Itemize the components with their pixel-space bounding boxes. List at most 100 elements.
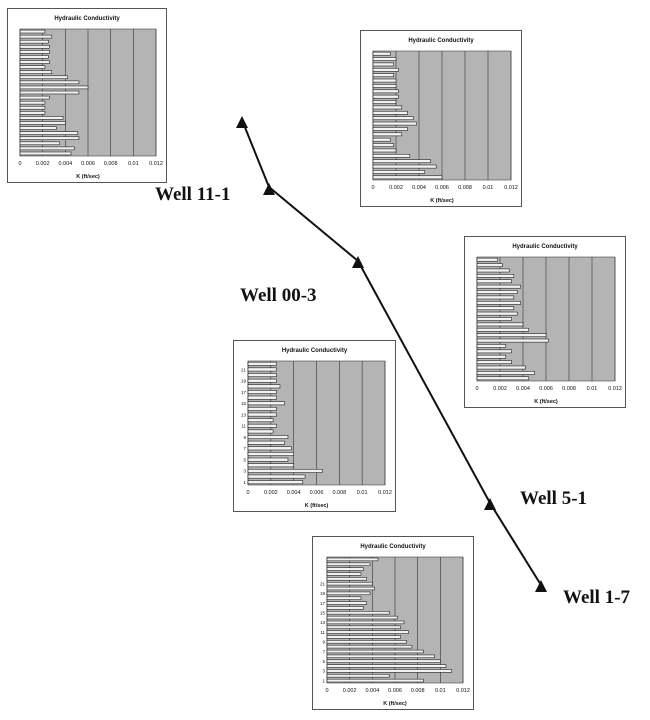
- bar: [247, 457, 289, 462]
- x-tick-label: 0.008: [411, 688, 425, 694]
- bar: [19, 126, 57, 130]
- bar: [372, 67, 399, 72]
- x-tick-label: 0.006: [310, 490, 324, 496]
- bar: [372, 159, 431, 164]
- bar: [19, 60, 50, 64]
- bar: [372, 137, 391, 142]
- x-tick-label: 0.012: [456, 688, 470, 694]
- x-tick-label: 0.012: [608, 386, 622, 392]
- chart-title: Hydraulic Conductivity: [54, 16, 120, 22]
- bar: [19, 100, 46, 105]
- x-tick-label: 0.004: [412, 185, 426, 191]
- x-tick-label: 0.002: [264, 490, 278, 496]
- y-tick-label: 11: [320, 630, 325, 635]
- bar: [372, 116, 414, 121]
- bar: [326, 625, 401, 629]
- bar: [372, 164, 437, 169]
- bar: [372, 170, 426, 174]
- bar: [372, 121, 418, 126]
- bar: [372, 153, 411, 158]
- y-tick-label: 21: [320, 581, 326, 586]
- bar: [372, 51, 391, 56]
- bar: [19, 80, 80, 85]
- bar: [326, 635, 401, 639]
- x-tick-label: 0.002: [36, 161, 50, 167]
- bar: [476, 257, 499, 262]
- x-tick-label: 0.012: [149, 161, 163, 167]
- bar: [326, 649, 424, 654]
- bar: [247, 474, 306, 479]
- x-axis-label: K (ft/sec): [305, 503, 329, 509]
- x-tick-label: 0.01: [435, 688, 446, 694]
- x-tick-label: 0.012: [504, 185, 518, 191]
- bar: [19, 65, 46, 69]
- bar: [372, 110, 408, 115]
- x-tick-label: 0.006: [81, 161, 95, 167]
- bar: [247, 423, 277, 428]
- bar: [19, 90, 80, 95]
- bar: [326, 601, 367, 605]
- y-tick-label: 13: [241, 412, 247, 417]
- bar: [476, 290, 518, 294]
- bar: [476, 295, 515, 300]
- x-axis-label: K (ft/sec): [383, 701, 407, 707]
- bar: [372, 148, 397, 153]
- x-tick-label: 0.006: [388, 688, 402, 694]
- bar: [476, 274, 515, 278]
- bar: [372, 73, 395, 78]
- bar: [372, 105, 403, 110]
- bar: [247, 429, 274, 434]
- chart-title: Hydraulic Conductivity: [360, 544, 426, 550]
- x-tick-label: 0.008: [104, 161, 118, 167]
- x-tick-label: 0.004: [58, 161, 72, 167]
- bar: [247, 468, 323, 473]
- bar: [372, 94, 399, 99]
- bar: [326, 654, 435, 659]
- y-tick-label: 17: [241, 390, 247, 395]
- bar: [476, 263, 503, 267]
- y-tick-label: 5: [243, 457, 246, 462]
- bar: [19, 34, 53, 39]
- bar: [247, 406, 277, 411]
- y-tick-label: 15: [320, 611, 326, 616]
- bar: [19, 111, 46, 115]
- bar: [326, 586, 375, 591]
- bar: [372, 84, 397, 88]
- bar: [247, 452, 294, 456]
- chart-title: Hydraulic Conductivity: [512, 244, 578, 250]
- bar: [326, 674, 390, 678]
- x-tick-label: 0.004: [287, 490, 301, 496]
- bar: [19, 29, 46, 34]
- well-label-00-3: Well 00-3: [240, 285, 317, 306]
- y-tick-label: 1: [243, 480, 246, 485]
- bar: [476, 322, 524, 327]
- bar: [326, 640, 407, 644]
- x-tick-label: 0.004: [365, 688, 379, 694]
- bar: [476, 349, 512, 354]
- bar: [372, 62, 395, 67]
- x-tick-label: 0.012: [378, 490, 392, 496]
- bar: [372, 57, 397, 61]
- chart-title: Hydraulic Conductivity: [408, 38, 474, 44]
- bar: [19, 131, 79, 135]
- bar: [19, 146, 75, 151]
- x-axis-label: K (ft/sec): [430, 198, 454, 204]
- bar: [326, 577, 367, 581]
- bar: [326, 615, 398, 620]
- bar: [476, 306, 515, 311]
- bar: [326, 567, 364, 571]
- bar: [19, 141, 60, 146]
- bar: [476, 327, 530, 332]
- x-tick-label: 0.008: [332, 490, 346, 496]
- bar: [326, 644, 413, 649]
- bar: [326, 678, 424, 683]
- bar: [247, 361, 277, 366]
- bar: [476, 284, 522, 289]
- y-tick-label: 3: [322, 669, 325, 674]
- x-tick-label: 0: [325, 688, 328, 694]
- bar: [326, 659, 441, 663]
